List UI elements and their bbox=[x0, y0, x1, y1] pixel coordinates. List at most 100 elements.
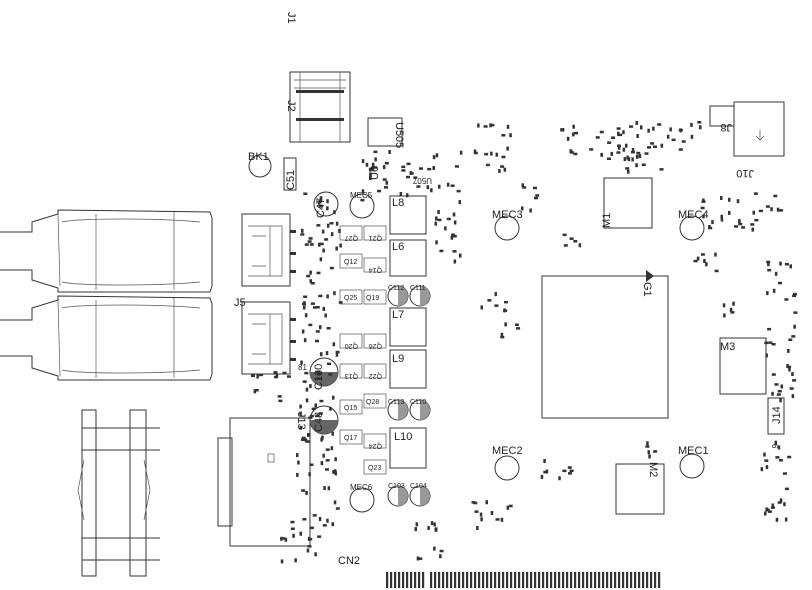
smd-pad bbox=[304, 313, 308, 318]
c51-capacitor bbox=[283, 157, 297, 191]
smd-pad bbox=[439, 549, 444, 553]
smd-pad bbox=[562, 233, 567, 237]
smd-pad bbox=[569, 151, 574, 154]
smd-pad bbox=[303, 192, 308, 195]
smd-pad bbox=[765, 508, 770, 511]
smd-pad bbox=[299, 411, 302, 416]
smd-pad bbox=[703, 259, 706, 263]
smd-pad bbox=[506, 146, 509, 151]
edge-finger bbox=[398, 572, 401, 588]
smd-pad bbox=[435, 153, 439, 158]
smd-pad bbox=[708, 226, 713, 230]
smd-pad bbox=[487, 299, 492, 302]
smd-pad bbox=[753, 192, 758, 195]
smd-pad bbox=[771, 343, 776, 346]
smd-pad bbox=[251, 374, 255, 377]
smd-pad bbox=[750, 223, 755, 226]
smd-pad bbox=[316, 377, 321, 380]
smd-pad bbox=[326, 199, 329, 204]
smd-pad bbox=[388, 150, 391, 154]
smd-pad bbox=[792, 294, 797, 298]
smd-pad bbox=[308, 237, 313, 240]
smd-pad bbox=[774, 383, 779, 386]
smd-pad bbox=[779, 209, 784, 212]
smd-pad bbox=[334, 469, 337, 474]
edge-finger bbox=[562, 572, 565, 588]
smd-pad bbox=[765, 465, 769, 470]
smd-pad bbox=[617, 131, 620, 136]
smd-pad bbox=[501, 155, 506, 159]
c110-label: C110 bbox=[410, 399, 426, 406]
smd-pad bbox=[330, 232, 334, 237]
smd-pad bbox=[490, 123, 495, 127]
smd-pad bbox=[729, 307, 733, 312]
smd-pad bbox=[660, 143, 664, 148]
edge-finger bbox=[558, 572, 561, 588]
u505-label: U505 bbox=[393, 122, 405, 148]
smd-pad bbox=[504, 300, 508, 304]
smd-pad bbox=[326, 223, 330, 228]
smd-pad bbox=[787, 455, 792, 459]
smd-pad bbox=[473, 151, 478, 155]
smd-pad bbox=[332, 342, 336, 347]
smd-pad bbox=[318, 294, 323, 298]
smd-pad bbox=[332, 395, 335, 400]
smd-pad bbox=[770, 207, 773, 212]
smd-pad bbox=[325, 448, 330, 451]
smd-pad bbox=[627, 157, 631, 162]
edge-finger bbox=[450, 572, 453, 588]
smd-pad bbox=[666, 134, 670, 139]
smd-pad bbox=[309, 463, 314, 466]
smd-pad bbox=[304, 371, 309, 375]
smd-pad bbox=[452, 235, 457, 238]
smd-pad bbox=[368, 167, 372, 172]
smd-pad bbox=[693, 259, 698, 263]
smd-pad bbox=[373, 150, 378, 154]
smd-pad bbox=[793, 324, 796, 329]
smd-pad bbox=[479, 512, 483, 517]
smd-pad bbox=[669, 127, 672, 132]
smd-pad bbox=[494, 304, 499, 307]
c113-label: C113 bbox=[388, 399, 404, 406]
smd-pad bbox=[451, 233, 456, 236]
smd-pad bbox=[652, 126, 655, 131]
smd-pad bbox=[324, 313, 327, 318]
smd-pad bbox=[792, 292, 797, 296]
smd-pad bbox=[280, 559, 284, 564]
smd-pad bbox=[318, 517, 322, 521]
smd-pad bbox=[304, 243, 309, 246]
smd-pad bbox=[435, 216, 438, 221]
smd-pad bbox=[401, 169, 406, 172]
smd-pad bbox=[498, 169, 501, 173]
smd-pad bbox=[562, 469, 567, 473]
smd-pad bbox=[789, 387, 794, 390]
smd-pad bbox=[335, 246, 338, 251]
edge-finger bbox=[594, 572, 597, 588]
dsub-connector bbox=[217, 417, 311, 547]
smd-pad bbox=[430, 188, 433, 193]
smd-pad bbox=[563, 244, 568, 247]
smd-pad bbox=[326, 294, 329, 299]
smd-pad bbox=[572, 124, 575, 129]
smd-pad bbox=[382, 165, 386, 170]
smd-pad bbox=[307, 432, 310, 437]
smd-pad bbox=[316, 224, 321, 227]
edge-finger bbox=[402, 572, 405, 588]
u505-ic bbox=[367, 117, 403, 147]
smd-pad bbox=[779, 261, 782, 266]
smd-pad bbox=[775, 456, 780, 459]
smd-pad bbox=[324, 238, 329, 241]
smd-pad bbox=[333, 500, 337, 505]
smd-pad bbox=[371, 166, 374, 171]
smd-pad bbox=[610, 151, 613, 156]
smd-pad bbox=[325, 468, 329, 471]
smd-pad bbox=[433, 522, 436, 527]
smd-pad bbox=[294, 558, 297, 563]
smd-pad bbox=[450, 235, 454, 240]
l6-label: L6 bbox=[392, 241, 404, 253]
smd-pad bbox=[764, 511, 767, 516]
smd-pad bbox=[638, 154, 642, 159]
smd-pad bbox=[766, 260, 771, 264]
smd-pad bbox=[309, 279, 312, 284]
smd-pad bbox=[490, 151, 493, 156]
